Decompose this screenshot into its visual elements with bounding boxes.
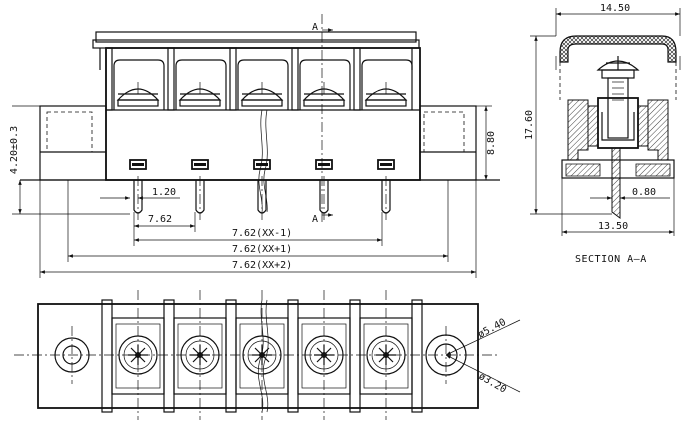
section-cut-line: A A: [312, 14, 333, 225]
top-view: ø5.40 ø3.20: [14, 290, 521, 420]
dim-pin-length: 4.20±0.3: [9, 126, 20, 174]
dim-span-xx-plus-1: 7.62(XX+1): [232, 244, 292, 255]
section-mark-bottom: A: [312, 214, 319, 225]
dim-body-height: 8.80: [486, 131, 497, 155]
front-pole: [229, 47, 289, 220]
section-view: 14.50 17.60 13.50 0.80 SECTION A—A: [524, 3, 681, 265]
front-view: [20, 31, 500, 220]
dim-pitch: 7.62: [148, 214, 172, 225]
front-pole: [353, 47, 413, 220]
front-pole: [105, 47, 165, 220]
dim-hole-inner: ø3.20: [477, 371, 509, 396]
front-pole: [291, 47, 351, 220]
section-caption: SECTION A—A: [575, 254, 647, 265]
dim-hole-outer: ø5.40: [476, 317, 508, 341]
front-pole: [167, 47, 227, 220]
dim-side-height: 17.60: [524, 110, 535, 140]
dim-span-xx-plus-2: 7.62(XX+2): [232, 260, 292, 271]
dim-side-width: 14.50: [600, 3, 630, 14]
dim-pin-thickness: 0.80: [632, 187, 656, 198]
dim-span-xx-minus-1: 7.62(XX-1): [232, 228, 292, 239]
dim-side-base: 13.50: [598, 221, 628, 232]
top-pole: [163, 290, 227, 420]
front-dimensions: 8.80 4.20±0.3 1.20 7.62 7.62(XX-1) 7.62(…: [9, 105, 497, 278]
dim-pin-width: 1.20: [152, 187, 176, 198]
section-mark-top: A: [312, 22, 319, 33]
